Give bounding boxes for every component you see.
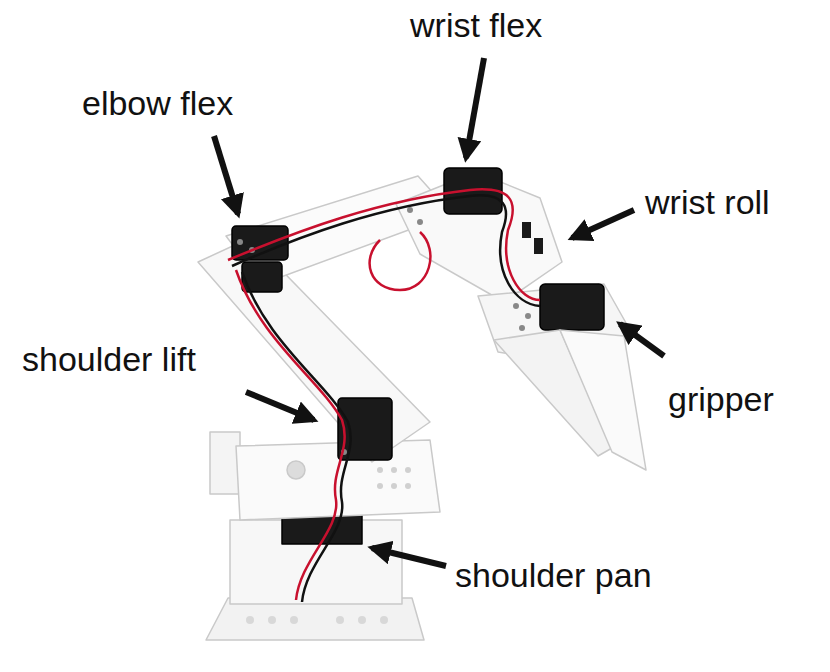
part-label: shoulder pan	[455, 556, 652, 595]
leader-arrow	[214, 58, 664, 566]
part-label: gripper	[668, 380, 774, 419]
part-label: elbow flex	[82, 84, 233, 123]
part-label: shoulder lift	[22, 340, 196, 379]
part-label: wrist flex	[410, 6, 542, 45]
part-label: wrist roll	[645, 183, 770, 222]
